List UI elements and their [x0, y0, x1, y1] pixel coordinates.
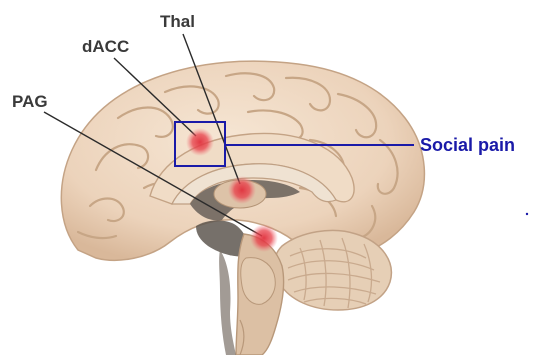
social-pain-label: Social pain [420, 136, 515, 154]
cerebellum [274, 230, 391, 310]
stray-dot [526, 213, 528, 215]
dacc-activation-spot [186, 128, 214, 156]
thal-label: Thal [160, 13, 195, 30]
thal-activation-spot [228, 176, 256, 204]
pag-activation-spot [250, 224, 278, 252]
brainstem-gap [219, 250, 236, 355]
cerebrum [61, 61, 424, 260]
pag-label: PAG [12, 93, 48, 110]
dacc-label: dACC [82, 38, 129, 55]
